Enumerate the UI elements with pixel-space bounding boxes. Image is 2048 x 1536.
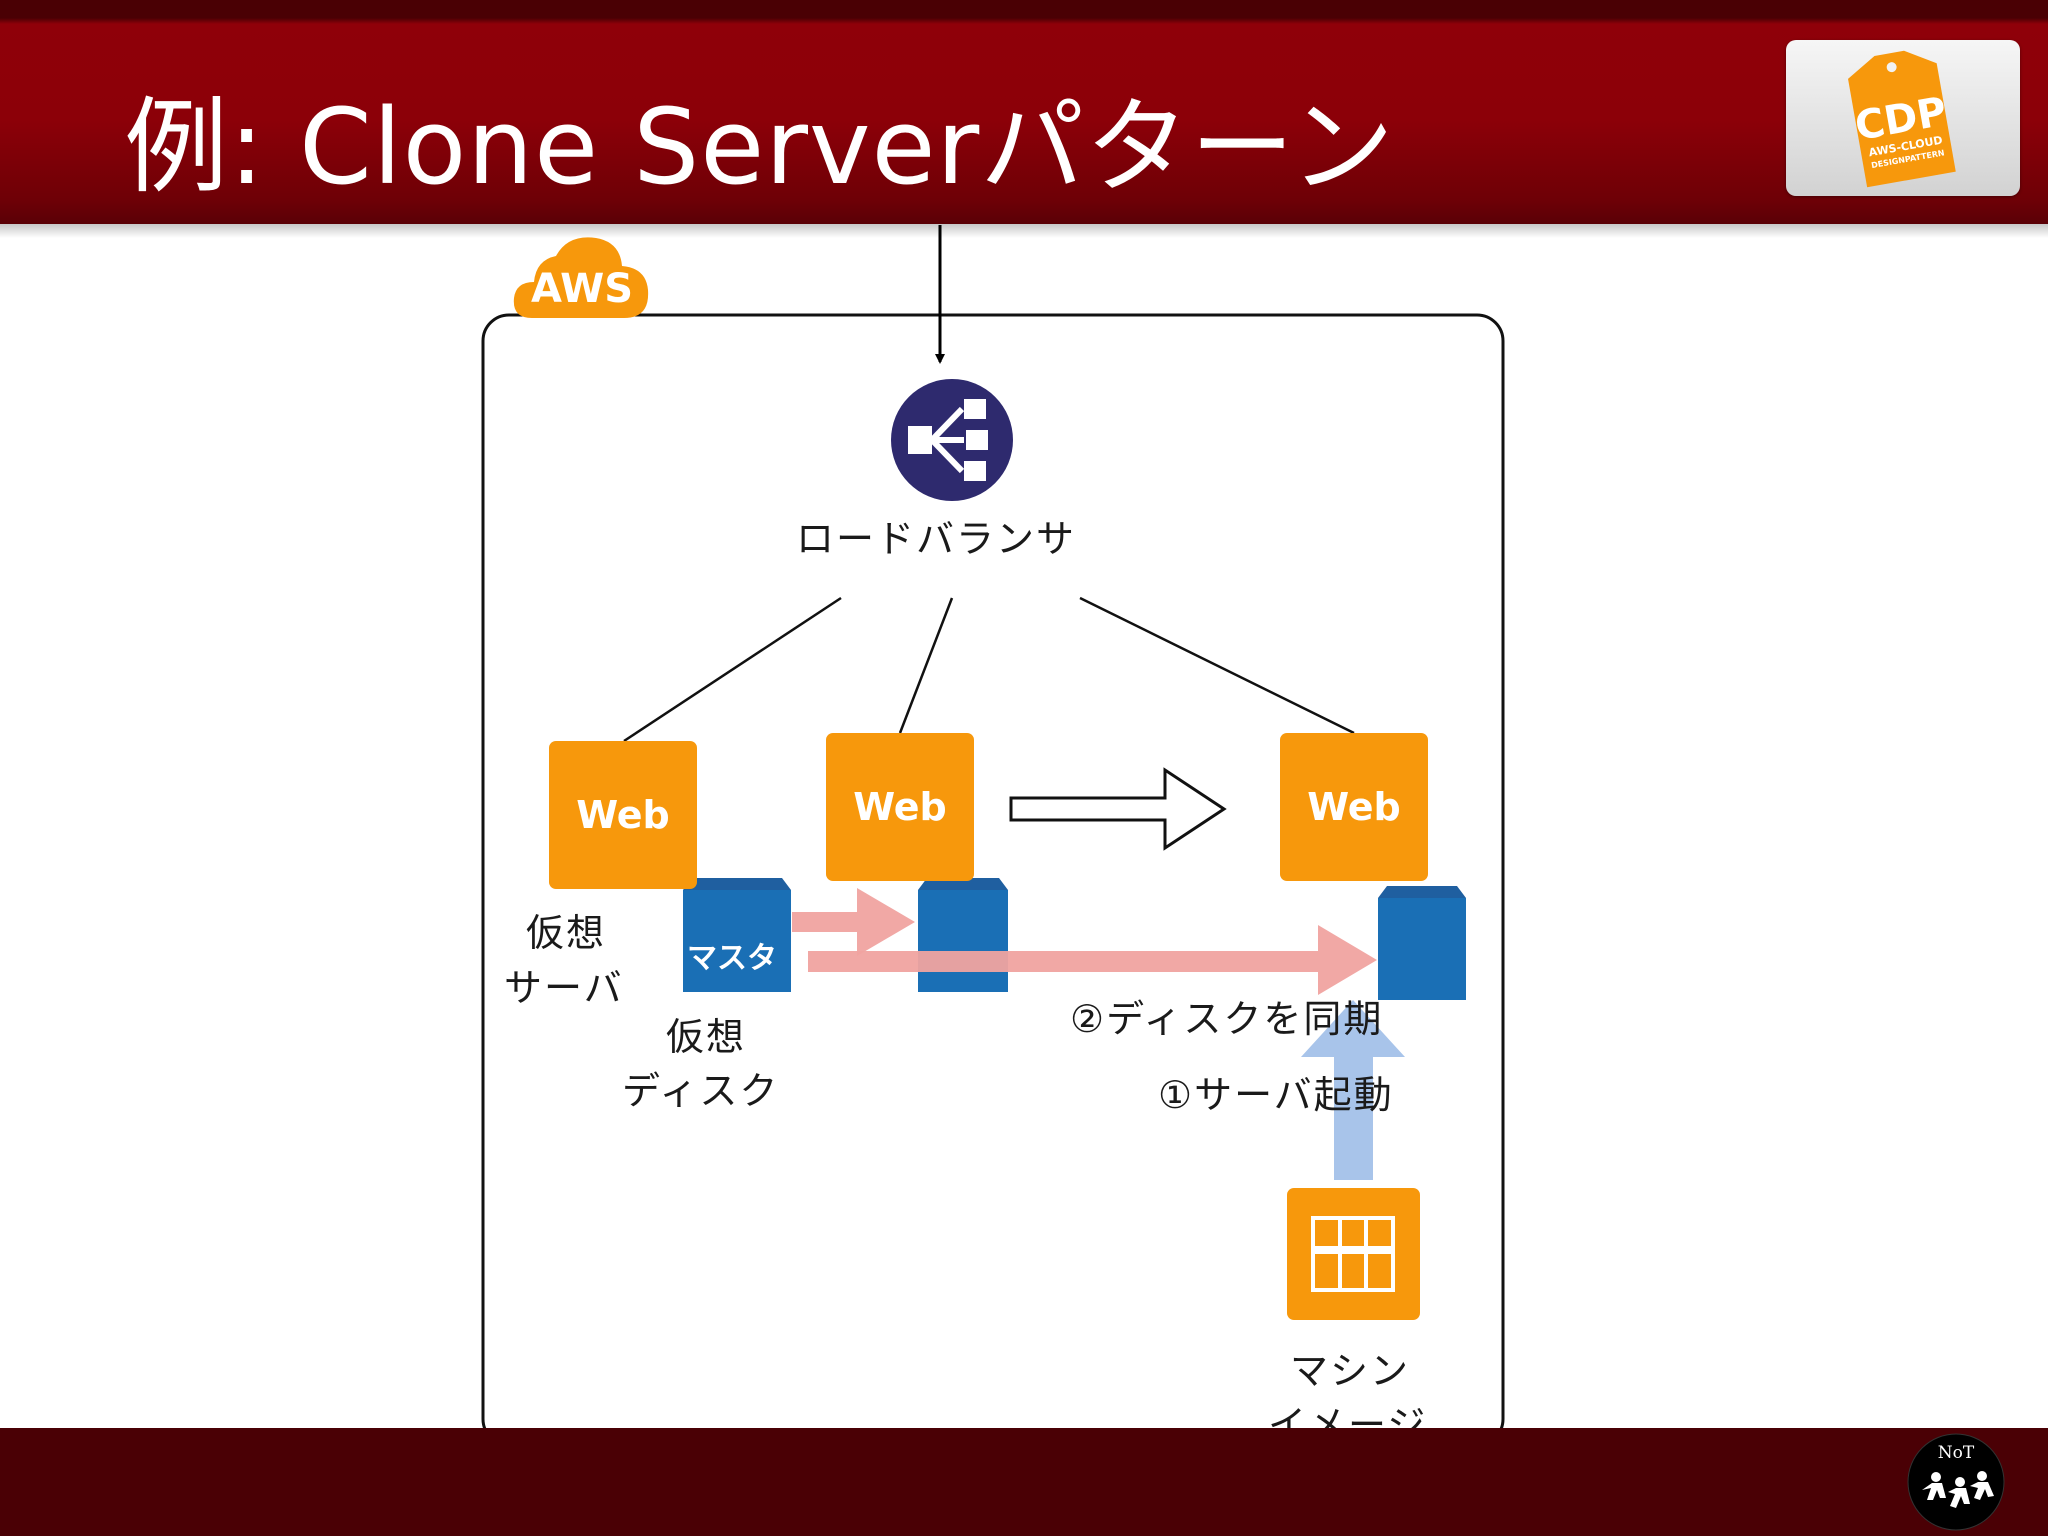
step2-sync-disk-label: ②ディスクを同期 xyxy=(1070,997,1384,1041)
new-server-disk-icon xyxy=(1378,886,1466,1000)
web-server-3: Web xyxy=(1280,733,1428,881)
load-balancer-label: ロードバランサ xyxy=(796,517,1077,561)
machine-image-label-line1: マシン xyxy=(1290,1349,1411,1393)
web-server-2: Web xyxy=(826,733,974,881)
lb-to-web3-line xyxy=(1079,596,1355,735)
virtual-disk-label-line1: 仮想 xyxy=(666,1015,747,1059)
aws-cloud-icon xyxy=(513,237,649,318)
master-disk-label: マスタ xyxy=(687,941,777,976)
not-logo-text: NoT xyxy=(1938,1443,1975,1463)
not-logo: NoT xyxy=(1906,1432,2006,1532)
web-server-1: Web xyxy=(549,741,697,889)
sync-arrow-long xyxy=(808,925,1377,995)
title-bar-shadow xyxy=(0,224,2048,238)
aws-cloud-badge: AWS xyxy=(512,232,652,324)
clone-arrow xyxy=(1009,767,1227,851)
slide-title: 例: Clone Serverパターン xyxy=(124,86,1396,208)
load-balancer-icon xyxy=(891,379,1013,501)
footer-bar xyxy=(0,1428,2048,1536)
virtual-server-label-line1: 仮想 xyxy=(526,911,607,955)
title-bar xyxy=(0,0,2048,224)
cdp-logo: CDP AWS-CLOUD DESIGNPATTERN xyxy=(1786,40,2020,196)
step1-boot-server-label: ①サーバ起動 xyxy=(1158,1073,1394,1117)
lb-to-web1-line xyxy=(623,596,842,743)
clone-disk-icon xyxy=(918,878,1008,992)
aws-label: AWS xyxy=(530,266,634,312)
boot-arrow xyxy=(1301,1000,1405,1180)
virtual-server-label-line2: サーバ xyxy=(504,966,624,1010)
lb-to-web2-line xyxy=(898,597,954,734)
sync-arrow-short xyxy=(792,888,915,956)
machine-image-icon xyxy=(1287,1188,1420,1320)
cdp-tag-icon: CDP AWS-CLOUD DESIGNPATTERN xyxy=(1848,50,1956,188)
ninja-team-icon: NoT xyxy=(1907,1433,2005,1531)
master-disk-icon xyxy=(683,878,791,992)
virtual-disk-label-line2: ディスク xyxy=(622,1069,780,1113)
